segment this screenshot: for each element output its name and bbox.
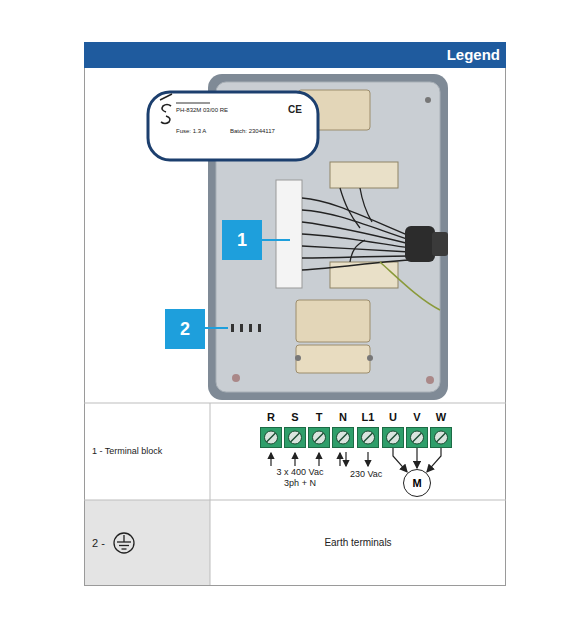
table-text: 2 - (92, 537, 105, 550)
motor-symbol: M (403, 469, 431, 497)
voltage-label: 3 x 400 Vac 3ph + N (271, 467, 329, 489)
table-text: 1 - Terminal block (92, 446, 162, 457)
terminal-screw (308, 427, 330, 448)
plate-text: Batch: 23044117 (230, 128, 275, 135)
terminal-screw (357, 427, 379, 448)
plate-text: Fuse: 1.3 A (176, 128, 206, 135)
terminal-name: W (436, 411, 446, 424)
screw-head (383, 428, 403, 447)
voltage-label: 230 Vac (350, 469, 382, 480)
callout-text: 2 (180, 319, 190, 340)
earth-symbol (114, 533, 134, 553)
terminal-name: L1 (362, 411, 375, 424)
earth-terminals (231, 324, 261, 332)
leader-line (262, 239, 290, 241)
frame (85, 43, 506, 586)
rating-plate (148, 92, 318, 160)
ce-mark: CE (288, 104, 302, 116)
terminal: L1 (356, 411, 380, 448)
terminal: V (405, 411, 429, 448)
motor-wire (427, 448, 441, 472)
motor-wire (416, 448, 417, 468)
terminal-screw (406, 427, 428, 448)
screw-head (309, 428, 329, 447)
table-text: Earth terminals (324, 537, 391, 549)
terminal: U (381, 411, 405, 448)
terminal-screw (284, 427, 306, 448)
terminal-name: R (267, 411, 275, 424)
motor-wire (393, 448, 407, 472)
screw-head (431, 428, 451, 447)
screw-head (261, 428, 281, 447)
terminal-name: T (316, 411, 323, 424)
terminal: W (429, 411, 453, 448)
motor-text: M (412, 477, 421, 489)
terminal: T (307, 411, 331, 448)
screw-head (285, 428, 305, 447)
terminal: S (283, 411, 307, 448)
header-title: Legend (447, 46, 500, 63)
plate-text: PH-832M 03/00 RE (176, 107, 228, 114)
callout-text: 1 (237, 230, 247, 251)
leader-line (205, 327, 228, 329)
terminal-screw (260, 427, 282, 448)
callout-number: 2 (165, 309, 205, 349)
screw-head (358, 428, 378, 447)
callout-number: 1 (222, 220, 262, 260)
terminal-screw (382, 427, 404, 448)
screw-head (407, 428, 427, 447)
terminal-name: V (413, 411, 420, 424)
terminal-name: U (389, 411, 397, 424)
table-line (84, 403, 506, 404)
table-cell (85, 500, 210, 585)
terminal-name: S (291, 411, 298, 424)
terminal-screw (332, 427, 354, 448)
header-bar (84, 42, 506, 68)
table-line (84, 500, 506, 501)
screw-head (333, 428, 353, 447)
supply-arrows (271, 452, 368, 466)
terminal-screw (430, 427, 452, 448)
terminal: N (331, 411, 355, 448)
table-line (210, 403, 211, 585)
terminal: R (259, 411, 283, 448)
terminal-name: N (339, 411, 347, 424)
